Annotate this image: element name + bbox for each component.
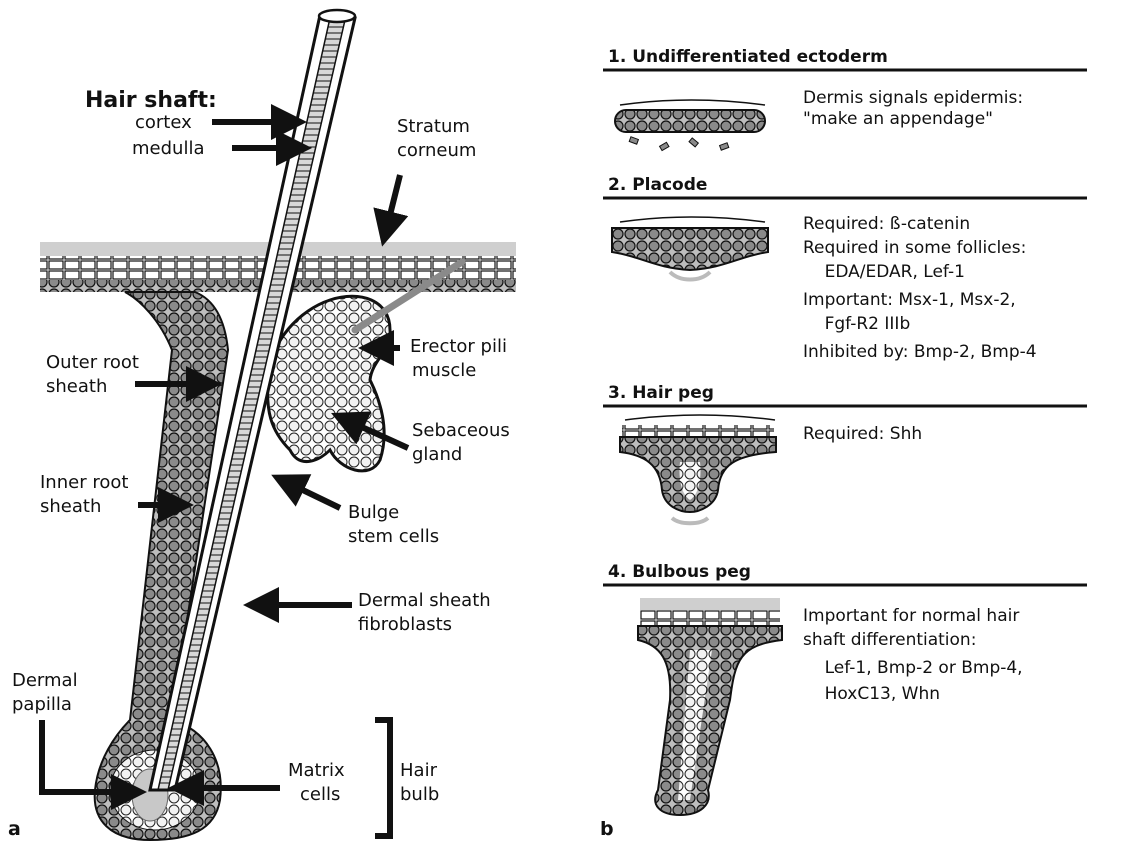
- stage-3-title: 3. Hair peg: [608, 382, 714, 404]
- stage-2-line-2: Required in some follicles:: [803, 238, 1026, 259]
- sebaceous-gland-label-1: Sebaceous: [412, 420, 510, 442]
- stage-4-line-4: HoxC13, Whn: [803, 684, 940, 705]
- stage-4-line-3: Lef-1, Bmp-2 or Bmp-4,: [803, 658, 1023, 679]
- stage-4-line-2: shaft differentiation:: [803, 630, 976, 651]
- hair-bulb-label-2: bulb: [400, 784, 439, 806]
- stage-4-title: 4. Bulbous peg: [608, 561, 751, 583]
- medulla-label: medulla: [132, 138, 204, 160]
- stratum-corneum-label-1: Stratum: [397, 116, 470, 138]
- stage-3-line-1: Required: Shh: [803, 424, 922, 445]
- inner-root-sheath-label-1: Inner root: [40, 472, 128, 494]
- stage-4-line-1: Important for normal hair: [803, 606, 1019, 627]
- dermal-papilla-label-1: Dermal: [12, 670, 78, 692]
- matrix-cells-label-2: cells: [300, 784, 340, 806]
- stage-2-line-5: Fgf-R2 IIIb: [803, 314, 910, 335]
- hair-shaft-label: Hair shaft:: [85, 90, 217, 112]
- dermal-sheath-label-2: fibroblasts: [358, 614, 452, 636]
- panel-a-letter: a: [8, 818, 21, 840]
- hair-bulb-bracket: [375, 720, 390, 836]
- outer-root-sheath-label-2: sheath: [46, 376, 107, 398]
- cortex-label: cortex: [135, 112, 192, 134]
- dermal-papilla-label-2: papilla: [12, 694, 72, 716]
- stage-2-line-3: EDA/EDAR, Lef-1: [803, 262, 965, 283]
- erector-pili-label-2: muscle: [412, 360, 476, 382]
- stage-1-line-1: Dermis signals epidermis:: [803, 88, 1023, 109]
- dermal-sheath-label-1: Dermal sheath: [358, 590, 491, 612]
- sebaceous-gland-label-2: gland: [412, 444, 462, 466]
- erector-pili-label-1: Erector pili: [410, 336, 507, 358]
- stage2-placode: [612, 217, 768, 280]
- stage-1-title: 1. Undifferentiated ectoderm: [608, 46, 888, 68]
- stage-2-line-6: Inhibited by: Bmp-2, Bmp-4: [803, 342, 1037, 363]
- hair-bulb-label-1: Hair: [400, 760, 437, 782]
- stage-2-title: 2. Placode: [608, 174, 707, 196]
- panel-b-letter: b: [600, 818, 614, 840]
- inner-root-sheath-label-2: sheath: [40, 496, 101, 518]
- stage1-ectoderm: [615, 100, 765, 151]
- stage3-hair-peg: [620, 415, 776, 523]
- outer-root-sheath-label-1: Outer root: [46, 352, 139, 374]
- matrix-cells-label-1: Matrix: [288, 760, 345, 782]
- stage-2-line-1: Required: ß-catenin: [803, 214, 970, 235]
- bulge-label-1: Bulge: [348, 502, 399, 524]
- stage4-bulbous-peg: [638, 598, 782, 815]
- stage-1-line-2: "make an appendage": [803, 109, 993, 130]
- bulge-label-2: stem cells: [348, 526, 439, 548]
- stratum-corneum-label-2: corneum: [397, 140, 476, 162]
- stage-2-line-4: Important: Msx-1, Msx-2,: [803, 290, 1016, 311]
